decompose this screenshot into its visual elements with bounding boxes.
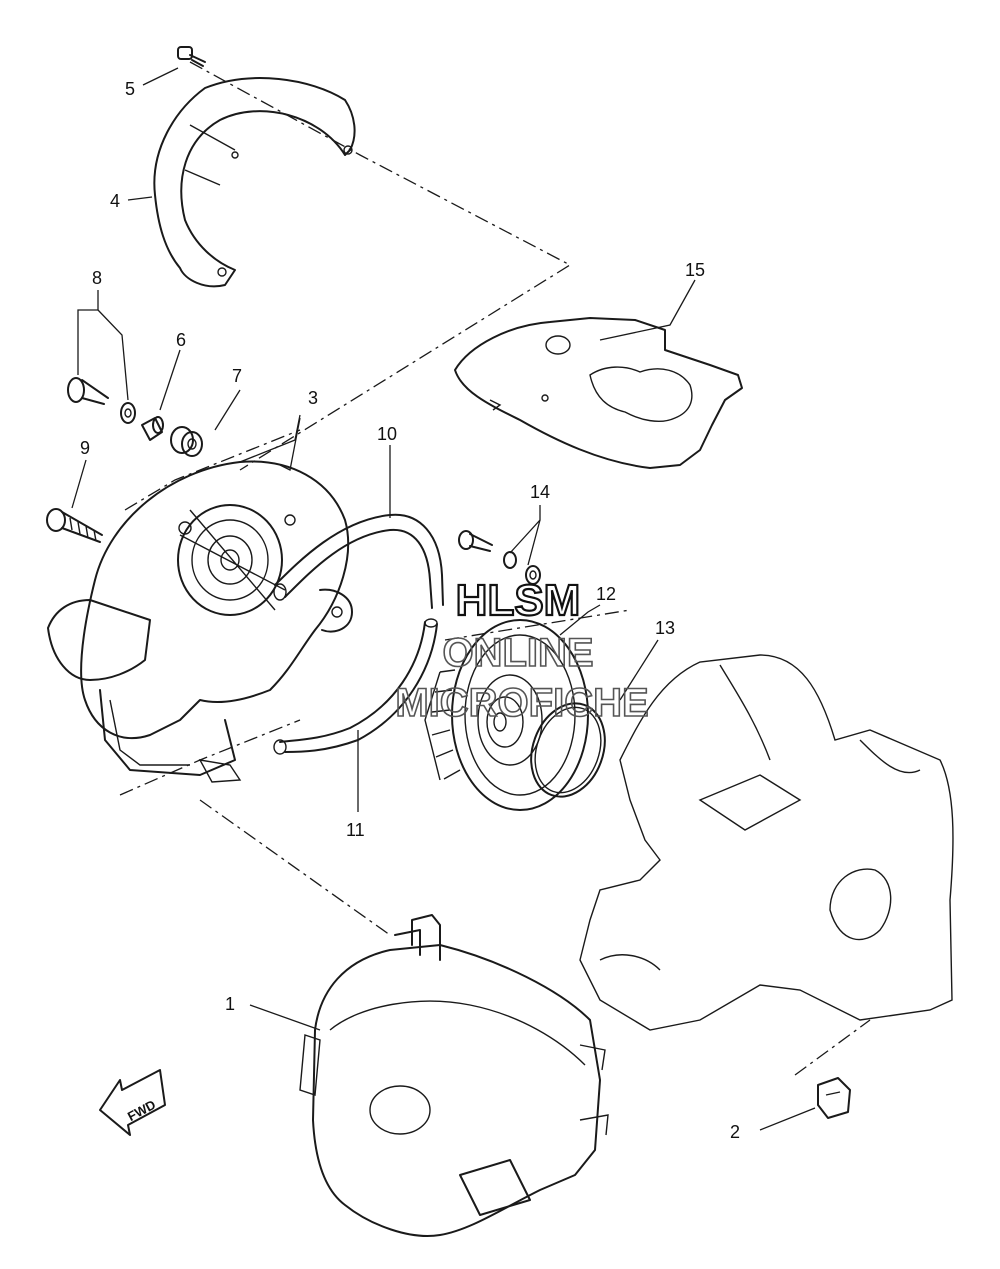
watermark: HLSM ONLINE MICROFICHE bbox=[395, 575, 650, 726]
part-3-fan-housing bbox=[47, 460, 353, 783]
part-10-hose bbox=[273, 513, 444, 609]
part-9-screw bbox=[46, 508, 103, 543]
part-6-collar bbox=[141, 416, 164, 441]
part-number-callouts: 1 2 3 4 5 6 7 8 9 10 11 12 13 14 15 bbox=[80, 79, 740, 1142]
part-14-screw-washers bbox=[458, 530, 541, 585]
watermark-line-3: MICROFICHE bbox=[395, 681, 648, 725]
fwd-label: FWD bbox=[125, 1097, 158, 1124]
watermark-line-2: ONLINE bbox=[442, 631, 593, 675]
part-5-screw bbox=[177, 46, 206, 67]
part-13-o-ring bbox=[530, 702, 606, 798]
part-2-clip bbox=[817, 1077, 851, 1119]
callout-15: 15 bbox=[685, 260, 705, 280]
part-7-grommet bbox=[170, 426, 203, 457]
assembly-guide-lines bbox=[119, 61, 871, 1076]
callout-9: 9 bbox=[80, 438, 90, 458]
part-4-cover-shroud bbox=[153, 77, 356, 288]
callout-leaders bbox=[71, 67, 816, 1131]
part-12-cooling-fan bbox=[424, 619, 589, 811]
part-8-screw-washer bbox=[67, 377, 136, 424]
callout-2: 2 bbox=[730, 1122, 740, 1142]
callout-11: 11 bbox=[346, 820, 365, 840]
callout-10: 10 bbox=[377, 424, 397, 444]
part-11-hose bbox=[273, 618, 438, 755]
part-1-air-shroud bbox=[299, 914, 609, 1237]
callout-7: 7 bbox=[232, 366, 242, 386]
callout-8: 8 bbox=[92, 268, 102, 288]
watermark-line-1: HLSM bbox=[456, 576, 581, 625]
fwd-direction-arrow: FWD bbox=[99, 1069, 166, 1136]
callout-6: 6 bbox=[176, 330, 186, 350]
callout-4: 4 bbox=[110, 191, 120, 211]
callout-14: 14 bbox=[530, 482, 550, 502]
callout-12: 12 bbox=[596, 584, 616, 604]
callout-13: 13 bbox=[655, 618, 675, 638]
callout-3: 3 bbox=[308, 388, 318, 408]
callout-1: 1 bbox=[225, 994, 235, 1014]
callout-5: 5 bbox=[125, 79, 135, 99]
part-15-gasket bbox=[454, 317, 743, 469]
engine-crankcase bbox=[579, 654, 954, 1031]
